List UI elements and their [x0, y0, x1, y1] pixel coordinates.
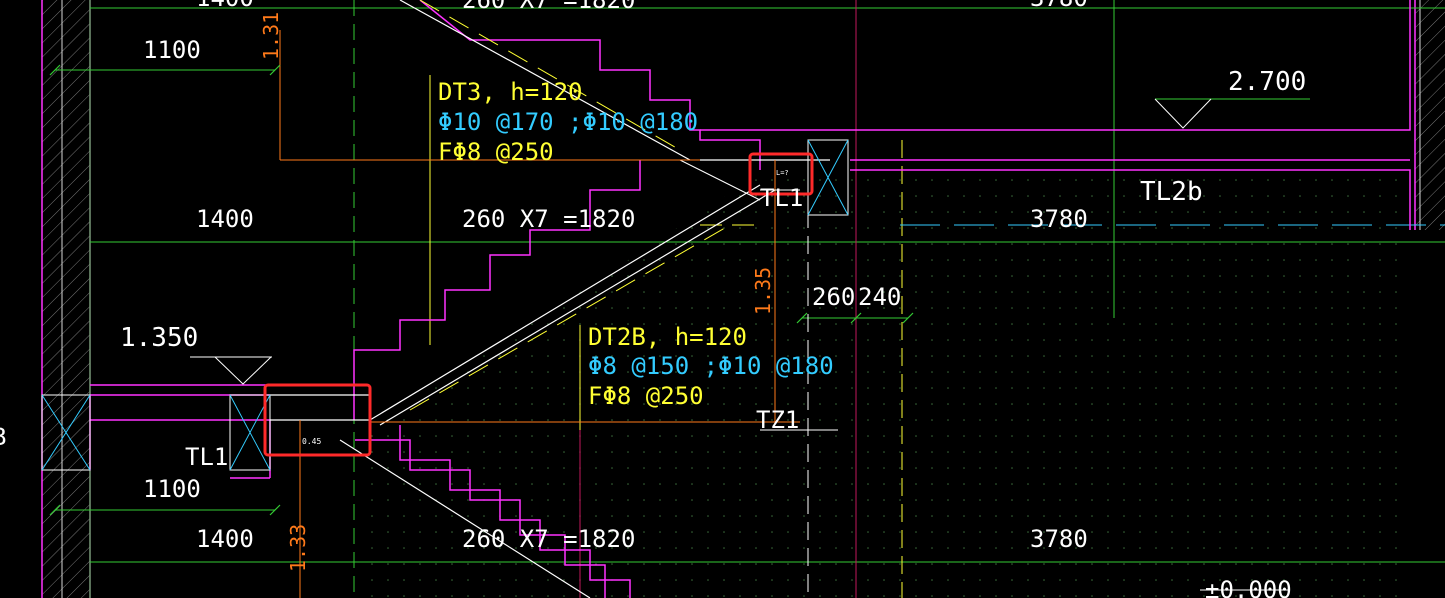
dim-top-1400: 1400 [196, 0, 254, 12]
dim-3780-bot: 3780 [1030, 525, 1088, 553]
yellow-lines [429, 75, 903, 598]
dim-260: 260 [812, 283, 855, 311]
dim-v135: 1.35 [751, 267, 775, 315]
level-markers [190, 98, 1290, 591]
dt2b-rebar-main: Φ8 @150 ;Φ10 @180 [588, 352, 834, 380]
left-wall [41, 0, 91, 598]
dim-ticks [49, 64, 914, 516]
edge-b: B [0, 423, 6, 451]
highlight-box-lower [263, 383, 372, 457]
section-boxes [41, 139, 849, 471]
flight-slab-lines [270, 0, 830, 598]
dt3-rebar-main: Φ10 @170 ;Φ10 @180 [438, 108, 698, 136]
dim-1100-top: 1100 [143, 36, 201, 64]
level-middle: 1.350 [120, 323, 198, 353]
stair-outlines [90, 0, 1411, 598]
beam-tl1-upper: TL1 [760, 184, 803, 212]
dt2b-rebar-dist: FΦ8 @250 [588, 382, 704, 410]
highlight-boxes [263, 152, 814, 457]
dim-1400-bot: 1400 [196, 525, 254, 553]
level-upper: 2.700 [1228, 67, 1306, 97]
dt2b-name: DT2B, h=120 [588, 323, 747, 351]
dim-3780-mid: 3780 [1030, 205, 1088, 233]
dim-v131: 1.31 [259, 12, 283, 60]
orange-leaders [279, 30, 800, 598]
dim-1100-bot: 1100 [143, 475, 201, 503]
beam-tl2b: TL2b [1140, 177, 1203, 207]
beam-tz1: TZ1 [756, 406, 799, 434]
dim-top-step: 260 X7 =1820 [462, 0, 635, 14]
beam-tl1-lower: TL1 [185, 443, 228, 471]
right-wall [1414, 0, 1445, 230]
dim-1400-mid: 1400 [196, 205, 254, 233]
small-tag-upper: L=? [776, 169, 789, 177]
dim-top-3780: 3780 [1030, 0, 1088, 12]
floor-hatch [370, 170, 1410, 598]
dim-step-mid: 260 X7 =1820 [462, 205, 635, 233]
grid-lines [55, 0, 1445, 598]
tz1-marker [760, 189, 838, 431]
dim-step-bot: 260 X7 =1820 [462, 525, 635, 553]
dt3-name: DT3, h=120 [438, 78, 583, 106]
dim-v133: 1.33 [286, 524, 310, 572]
dt3-rebar-dist: FΦ8 @250 [438, 138, 554, 166]
axis-lines [579, 0, 857, 598]
level-bottom: ±0.000 [1205, 576, 1292, 598]
flight-dashed [409, 0, 731, 411]
dim-240: 240 [858, 283, 901, 311]
small-tag-lower: 0.45 [302, 437, 321, 446]
highlight-box-upper [748, 152, 814, 196]
